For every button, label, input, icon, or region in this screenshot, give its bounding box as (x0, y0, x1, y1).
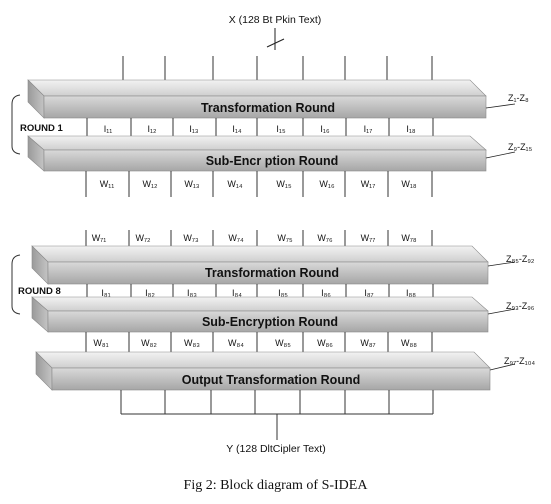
round8-w-out-label: W₈₅ (275, 338, 291, 348)
round8-i-label: I₈₆ (321, 288, 331, 298)
round1-w-label: W₁₃ (184, 179, 200, 189)
round8-w-out-label: W₈₈ (401, 338, 417, 348)
round1-i-label: I₁₆ (320, 124, 330, 134)
round1-transformation-title: Transformation Round (201, 101, 335, 115)
round8-w-out-label: W₈₇ (360, 338, 375, 348)
round8-i-label: I₈₇ (364, 288, 373, 298)
round-1: Transformation Round Z₁-Z₈ I₁₁ I₁₂ I₁₃ I… (11, 56, 533, 197)
round1-w-label: W₁₁ (100, 179, 115, 189)
round1-w-label: W₁₂ (142, 179, 158, 189)
round8-subencryption-key: Z₉₃-Z₉₆ (506, 301, 535, 311)
round8-i-label: I₈₁ (101, 288, 110, 298)
round8-w-in-label: W₇₆ (317, 233, 333, 243)
round1-i-label: I₁₈ (406, 124, 416, 134)
round1-subencryption-key: Z₉-Z₁₅ (508, 142, 533, 152)
round8-w-out-label: W₈₃ (184, 338, 200, 348)
round8-i-label: I₈₂ (145, 288, 155, 298)
round-8: W₇₁ W₇₂ W₇₃ W₇₄ W₇₅ W₇₆ W₇₇ W₇₈ Transfor… (11, 230, 535, 352)
round1-label: ROUND 1 (20, 123, 63, 134)
output-lines (120, 390, 434, 440)
round8-i-label: I₈₄ (232, 288, 242, 298)
input-label: X (128 Bt Pkin Text) (229, 14, 322, 26)
round8-w-in-label: W₇₃ (183, 233, 199, 243)
round8-w-in-label: W₇₅ (277, 233, 293, 243)
round1-i-label: I₁₃ (189, 124, 199, 134)
round8-transformation-title: Transformation Round (205, 266, 339, 280)
round8-output-lines (85, 332, 433, 352)
round8-i-label: I₈₅ (278, 288, 288, 298)
output-transformation-title: Output Transformation Round (182, 373, 360, 387)
round1-transformation-key: Z₁-Z₈ (508, 93, 529, 103)
round8-transformation-block: Transformation Round (31, 245, 489, 285)
input-slash (266, 38, 285, 48)
round8-w-in-label: W₇₁ (92, 233, 107, 243)
round8-w-out-label: W₈₁ (93, 338, 108, 348)
round8-subencryption-title: Sub-Encryption Round (202, 315, 338, 329)
round8-w-out-label: W₈₆ (317, 338, 333, 348)
round1-output-lines (85, 171, 433, 197)
output-label: Y (128 DltCipler Text) (226, 443, 325, 455)
round1-w-label: W₁₆ (319, 179, 335, 189)
round1-i-label: I₁₇ (364, 124, 373, 134)
output-transformation: Output Transformation Round Z₉₇-Z₁₀₄ Y (… (35, 351, 535, 455)
round8-w-out-label: W₈₄ (228, 338, 244, 348)
round1-w-label: W₁₈ (401, 179, 417, 189)
round8-subencryption-block: Sub-Encryption Round (31, 296, 489, 333)
figure-caption: Fig 2: Block diagram of S-IDEA (183, 478, 368, 493)
round1-w-label: W₁₇ (361, 179, 376, 189)
round1-input-lines (122, 56, 433, 80)
round8-w-in-label: W₇₂ (135, 233, 151, 243)
round8-input-lines (85, 230, 433, 246)
round8-w-out-label: W₈₂ (141, 338, 157, 348)
round1-w-label: W₁₄ (227, 179, 243, 189)
round1-subencryption-title: Sub-Encr ption Round (206, 154, 339, 168)
round8-w-in-label: W₇₈ (401, 233, 417, 243)
round8-i-label: I₈₃ (187, 288, 197, 298)
round8-w-in-label: W₇₄ (228, 233, 244, 243)
round8-label: ROUND 8 (18, 286, 61, 297)
round1-intermediate-lines (86, 118, 434, 138)
round1-transformation-block: Transformation Round (27, 79, 487, 119)
round1-i-label: I₁₅ (276, 124, 286, 134)
round8-w-in-label: W₇₇ (361, 233, 376, 243)
round1-brace (11, 94, 21, 155)
output-transformation-block: Output Transformation Round (35, 351, 491, 391)
round1-i-label: I₁₂ (147, 124, 157, 134)
round8-i-label: I₈₈ (406, 288, 416, 298)
round8-brace (11, 254, 21, 315)
output-transformation-key: Z₉₇-Z₁₀₄ (504, 356, 535, 366)
round1-subencryption-block: Sub-Encr ption Round (27, 135, 487, 172)
round1-i-label: I₁₄ (232, 124, 242, 134)
round1-i-label: I₁₁ (104, 124, 113, 134)
round1-w-label: W₁₅ (276, 179, 292, 189)
round8-transformation-key: Z₈₅-Z₉₂ (506, 254, 535, 264)
